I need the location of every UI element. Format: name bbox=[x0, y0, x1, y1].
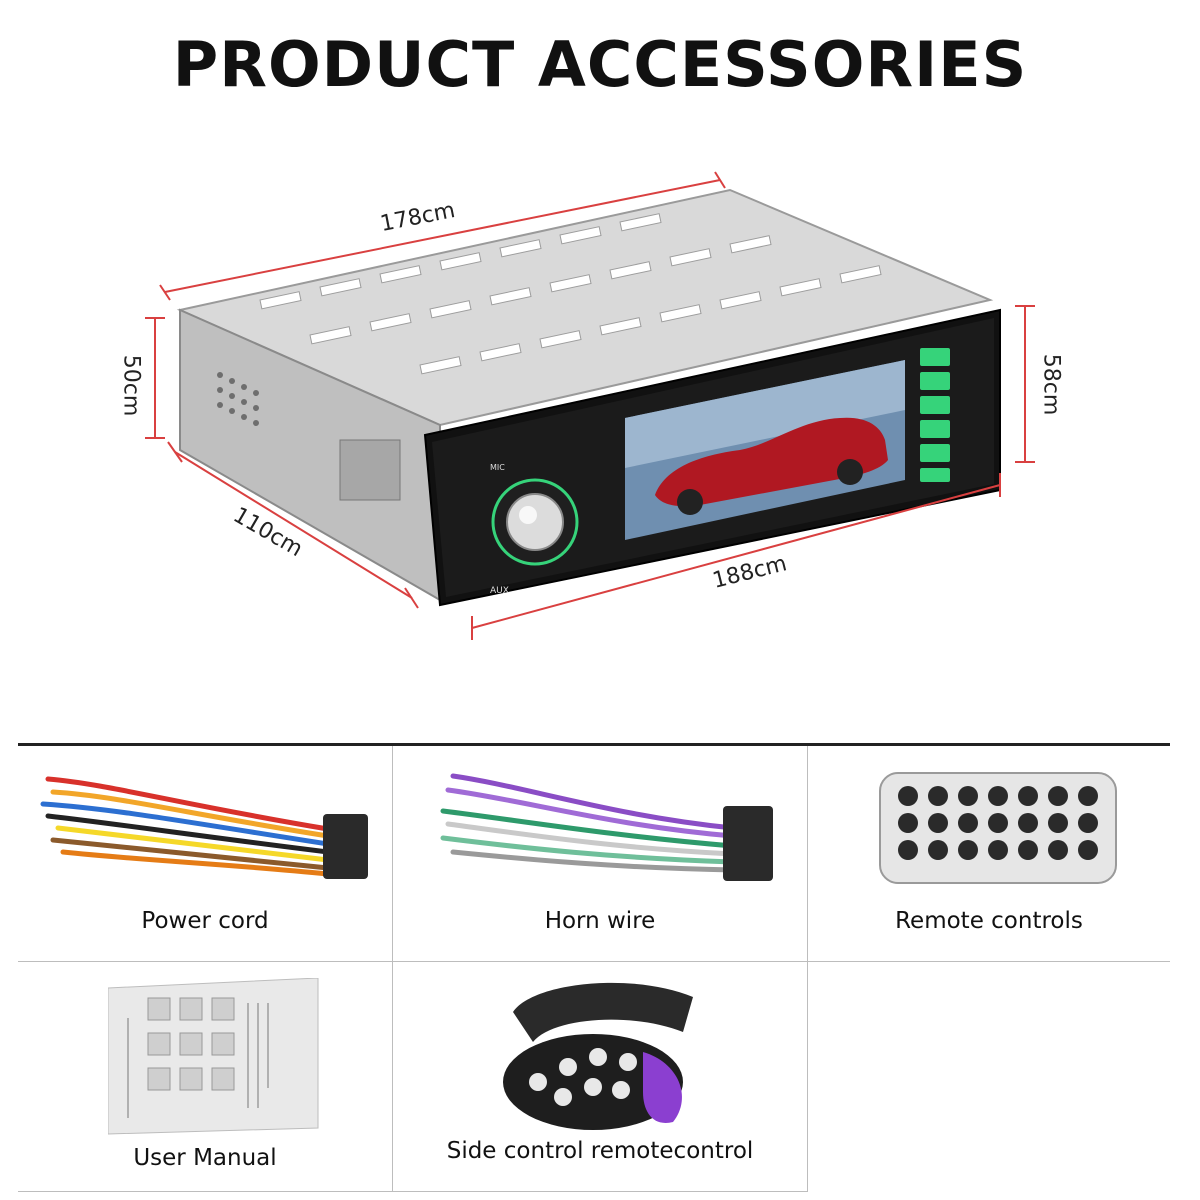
accessory-caption: Side control remotecontrol bbox=[446, 1138, 754, 1164]
remote-control-icon bbox=[879, 772, 1117, 884]
accessory-cell-user-manual: User Manual bbox=[18, 962, 393, 1192]
accessory-cell-power-cord: Power cord bbox=[18, 746, 393, 962]
product-hero: MIC AUX 178cm 188cm 50cm 58cm 110cm bbox=[0, 150, 1200, 650]
accessory-cell-empty bbox=[808, 962, 1170, 1192]
aux-label: AUX bbox=[490, 586, 509, 596]
accessory-cell-side-remote: Side control remotecontrol bbox=[393, 962, 808, 1192]
accessory-caption: User Manual bbox=[133, 1145, 277, 1171]
page-title: PRODUCT ACCESSORIES bbox=[172, 28, 1028, 101]
left-height-label: 50cm bbox=[118, 354, 144, 417]
accessory-cell-remote: Remote controls bbox=[808, 746, 1170, 962]
steering-remote-icon bbox=[503, 982, 693, 1130]
mic-label: MIC bbox=[490, 463, 505, 472]
grid-top-rule bbox=[18, 743, 1170, 746]
accessory-caption: Power cord bbox=[141, 908, 269, 934]
accessory-caption: Horn wire bbox=[544, 908, 656, 934]
accessory-caption: Remote controls bbox=[895, 908, 1083, 934]
accessory-cell-horn-wire: Horn wire bbox=[393, 746, 808, 962]
car-radio-illustration: MIC AUX bbox=[145, 171, 1035, 640]
user-manual-icon bbox=[108, 978, 319, 1135]
horn-wire-icon bbox=[440, 773, 773, 881]
power-cord-icon bbox=[40, 776, 368, 879]
right-height-label: 58cm bbox=[1038, 353, 1064, 416]
